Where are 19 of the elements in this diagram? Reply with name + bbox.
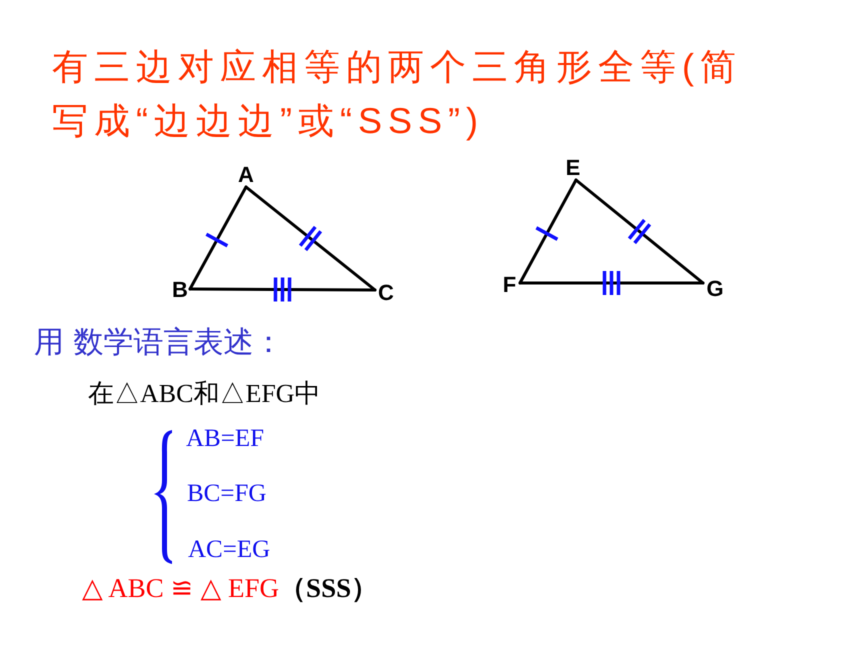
triangle-side [188,288,376,292]
statement-text: 在△ABC和△EFG中 [88,378,321,410]
triangle-side [188,186,248,290]
vertex-label: G [703,277,727,301]
equation: AB=EF [186,424,264,454]
triangle-side [518,282,704,284]
equation: BC=FG [187,479,266,509]
equation: AC=EG [188,535,270,565]
heading: 用 数学语言表述： [34,325,284,361]
vertex-label: C [375,281,397,305]
vertex-label: A [236,162,256,187]
vertex-label: E [563,155,583,180]
triangle-side [574,178,704,284]
triangle-side [518,178,578,284]
triangle-side [244,186,376,292]
conclusion-text: △ ABC ≌ △ EFG（SSS） [82,572,378,605]
title: 有三边对应相等的两个三角形全等(简写成“边边边”或“SSS”) [52,45,743,143]
vertex-label: B [170,278,190,302]
vertex-label: F [499,273,520,297]
